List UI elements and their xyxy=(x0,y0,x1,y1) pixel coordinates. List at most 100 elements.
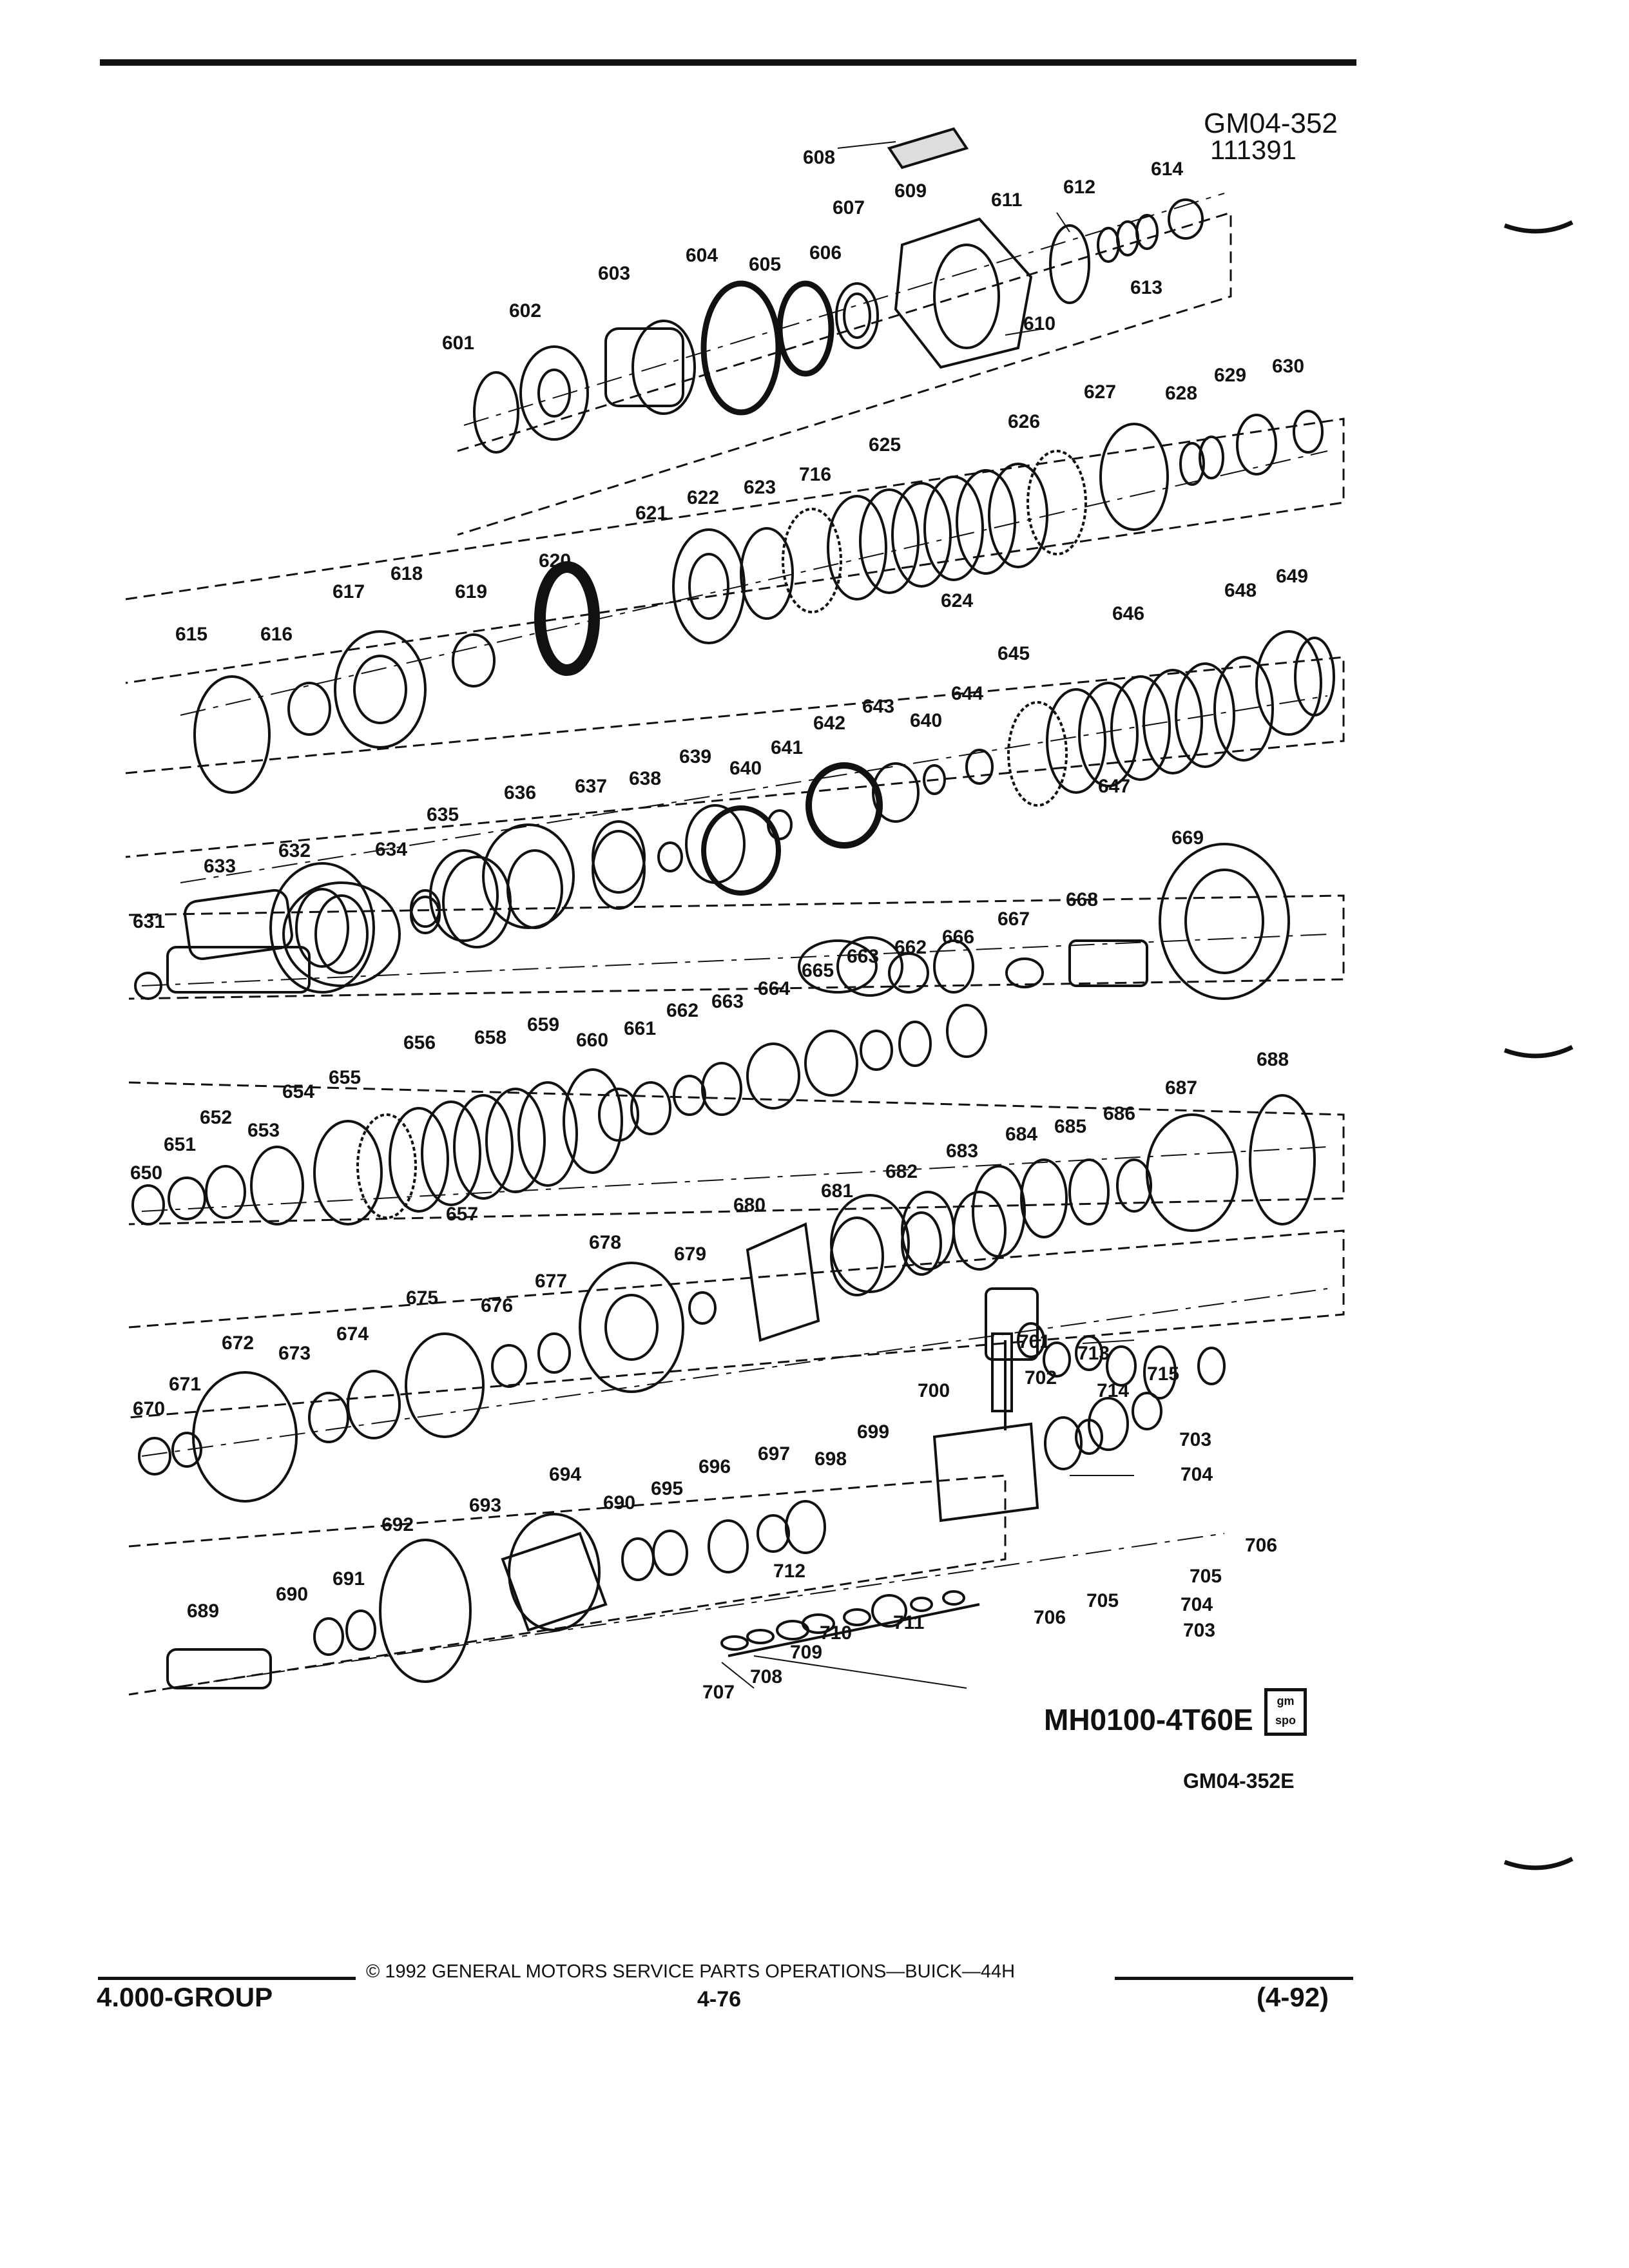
callout-610: 610 xyxy=(1023,313,1056,334)
callout-689: 689 xyxy=(187,1600,220,1622)
row1-parts xyxy=(473,127,1204,454)
callout-712: 712 xyxy=(773,1561,806,1582)
callout-695: 695 xyxy=(651,1478,684,1499)
callout-644: 644 xyxy=(951,683,984,704)
callout-608: 608 xyxy=(803,147,836,168)
callout-676: 676 xyxy=(481,1295,514,1316)
header-number: 111391 xyxy=(1210,135,1296,165)
callout-706: 706 xyxy=(1034,1607,1066,1628)
callout-663: 663 xyxy=(847,946,880,967)
model-label: MH0100-4T60E xyxy=(1044,1703,1253,1736)
callout-672: 672 xyxy=(222,1332,255,1354)
header-code: GM04-352 xyxy=(1204,108,1338,139)
callout-697: 697 xyxy=(758,1443,791,1465)
callout-662: 662 xyxy=(666,1000,699,1021)
footer-copyright: © 1992 GENERAL MOTORS SERVICE PARTS OPER… xyxy=(366,1961,1016,1982)
callout-618: 618 xyxy=(390,563,423,584)
callout-664: 664 xyxy=(758,978,791,999)
callout-679: 679 xyxy=(674,1244,707,1265)
callout-620: 620 xyxy=(539,550,572,572)
callout-611: 611 xyxy=(991,189,1023,211)
callout-640: 640 xyxy=(910,710,943,731)
callout-709: 709 xyxy=(790,1642,823,1663)
callout-634: 634 xyxy=(375,839,408,860)
row-frames xyxy=(125,211,1345,1696)
callout-660: 660 xyxy=(576,1030,609,1051)
callout-651: 651 xyxy=(164,1134,197,1155)
callout-677: 677 xyxy=(535,1271,568,1292)
callout-694: 694 xyxy=(549,1464,582,1485)
gm-spo-logo: gm spo xyxy=(1264,1688,1307,1736)
footer-rule-left xyxy=(98,1977,356,1980)
binder-mark-icon xyxy=(1503,1856,1574,1870)
footer-rule-right xyxy=(1115,1977,1353,1980)
footer-group: 4.000-GROUP xyxy=(97,1982,273,2012)
callout-700: 700 xyxy=(918,1380,950,1401)
callout-703: 703 xyxy=(1183,1620,1216,1641)
callout-662: 662 xyxy=(894,937,927,958)
callout-638: 638 xyxy=(629,768,662,789)
callout-639: 639 xyxy=(679,746,712,767)
callout-705: 705 xyxy=(1086,1590,1119,1611)
row6-parts xyxy=(138,1191,1226,1523)
callout-655: 655 xyxy=(329,1067,361,1088)
callout-656: 656 xyxy=(403,1032,436,1053)
binder-mark-icon xyxy=(1503,220,1574,234)
callout-665: 665 xyxy=(802,960,834,981)
callout-615: 615 xyxy=(175,624,208,645)
callout-699: 699 xyxy=(857,1421,890,1443)
callout-658: 658 xyxy=(474,1027,507,1048)
callout-652: 652 xyxy=(200,1107,233,1128)
callout-613: 613 xyxy=(1130,277,1163,298)
callout-631: 631 xyxy=(133,911,166,932)
callout-686: 686 xyxy=(1103,1103,1136,1124)
callout-704: 704 xyxy=(1181,1594,1213,1615)
callout-622: 622 xyxy=(687,487,720,508)
callout-643: 643 xyxy=(862,696,895,717)
figure-code: GM04-352E xyxy=(1183,1769,1295,1792)
top-rule xyxy=(100,59,1356,66)
callout-669: 669 xyxy=(1171,827,1204,849)
callout-705: 705 xyxy=(1190,1566,1222,1587)
callout-685: 685 xyxy=(1054,1116,1087,1137)
callout-629: 629 xyxy=(1214,365,1247,386)
callout-646: 646 xyxy=(1112,603,1145,624)
callout-630: 630 xyxy=(1272,356,1305,377)
callout-641: 641 xyxy=(771,737,804,758)
row7-parts xyxy=(166,1500,980,1689)
callout-692: 692 xyxy=(381,1514,414,1535)
callout-605: 605 xyxy=(749,254,782,275)
callout-614: 614 xyxy=(1151,159,1184,180)
callout-633: 633 xyxy=(204,856,236,877)
callout-624: 624 xyxy=(941,590,974,611)
callout-632: 632 xyxy=(278,840,311,861)
callout-683: 683 xyxy=(946,1140,979,1162)
callout-714: 714 xyxy=(1097,1380,1130,1401)
callout-650: 650 xyxy=(130,1162,163,1184)
callout-648: 648 xyxy=(1224,580,1257,601)
footer-date: (4-92) xyxy=(1257,1982,1329,2012)
callout-661: 661 xyxy=(624,1018,657,1039)
callout-698: 698 xyxy=(815,1448,847,1470)
callout-603: 603 xyxy=(598,263,631,284)
callout-637: 637 xyxy=(575,776,608,797)
callout-635: 635 xyxy=(427,804,459,825)
callout-619: 619 xyxy=(455,581,488,602)
callout-678: 678 xyxy=(589,1232,622,1253)
callout-627: 627 xyxy=(1084,381,1117,403)
callout-696: 696 xyxy=(699,1456,731,1477)
row5-parts xyxy=(131,1004,1316,1293)
callout-687: 687 xyxy=(1165,1077,1198,1099)
callout-663: 663 xyxy=(711,991,744,1012)
callout-673: 673 xyxy=(278,1343,311,1364)
axis-lines xyxy=(141,193,1328,1689)
callout-606: 606 xyxy=(809,242,842,264)
callout-691: 691 xyxy=(333,1568,365,1590)
callout-710: 710 xyxy=(820,1622,853,1644)
callout-713: 713 xyxy=(1077,1343,1110,1364)
callout-609: 609 xyxy=(894,180,927,202)
callout-707: 707 xyxy=(702,1682,735,1703)
callout-612: 612 xyxy=(1063,177,1096,198)
callout-617: 617 xyxy=(333,581,365,602)
